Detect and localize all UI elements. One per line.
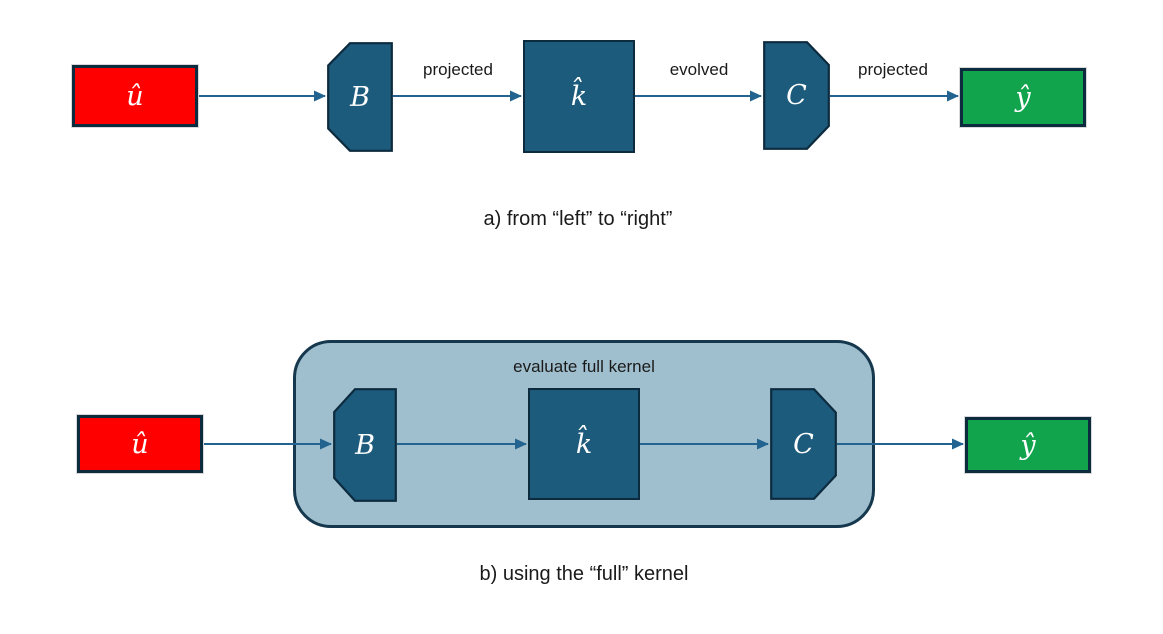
edge-label-projected-1: projected [423, 60, 493, 79]
c-label-a: C [786, 80, 807, 111]
u-hat-label-b: û [131, 428, 149, 460]
b-label-b: B [355, 429, 375, 461]
output-y-hat-box-a: ŷ [959, 67, 1087, 128]
input-u-hat-box-a: û [71, 64, 199, 128]
chamfered-right-shape [763, 41, 830, 150]
b-label-a: B [350, 81, 370, 113]
k-hat-label-a: k̂ [570, 81, 588, 112]
operator-b-shape-a: B [327, 42, 393, 152]
edge-label-projected-2: projected [858, 60, 928, 79]
y-hat-label-b: ŷ [1020, 429, 1036, 461]
kernel-k-hat-box-a: k̂ [523, 40, 635, 153]
output-y-hat-box-b: ŷ [964, 416, 1092, 474]
k-hat-label-b: k̂ [575, 428, 593, 460]
kernel-k-hat-box-b: k̂ [528, 388, 640, 500]
chamfered-left-shape [333, 388, 397, 502]
input-u-hat-box-b: û [76, 414, 204, 474]
edge-label-evolved: evolved [669, 60, 729, 79]
operator-c-shape-a: C [763, 41, 830, 150]
c-label-b: C [793, 428, 814, 460]
full-kernel-container-label: evaluate full kernel [513, 357, 655, 376]
u-hat-label-a: û [126, 80, 144, 112]
operator-c-shape-b: C [770, 388, 837, 500]
operator-b-shape-b: B [333, 388, 397, 502]
caption-diagram-b: b) using the “full” kernel [479, 563, 689, 585]
caption-diagram-a: a) from “left” to “right” [483, 208, 673, 230]
chamfered-left-shape [327, 42, 393, 152]
y-hat-label-a: ŷ [1015, 82, 1031, 113]
chamfered-right-shape [770, 388, 837, 500]
